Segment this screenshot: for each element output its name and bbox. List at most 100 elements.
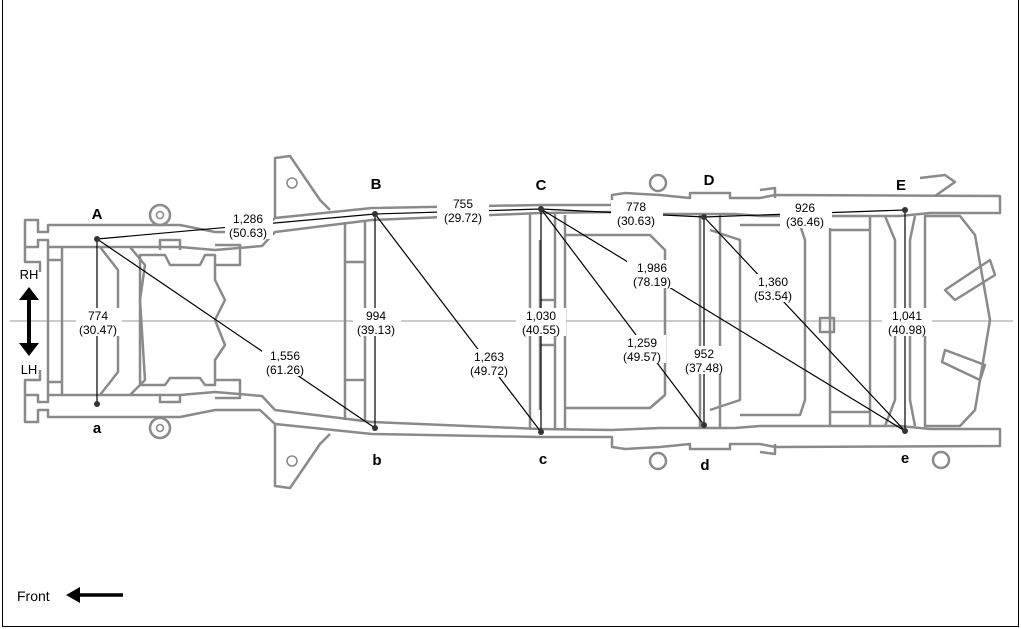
- svg-text:952: 952: [694, 347, 714, 361]
- front-indicator: Front: [17, 587, 123, 604]
- measurement-label-C-D: 778 (30.63): [611, 200, 663, 228]
- svg-text:(78.19): (78.19): [633, 275, 671, 289]
- svg-text:1,556: 1,556: [270, 349, 300, 363]
- crossmember-d: [698, 214, 742, 428]
- point-labels: A B C D E a b c d e: [92, 172, 910, 474]
- line-C-d: [540, 208, 705, 426]
- point-C-dot: [538, 206, 544, 212]
- svg-text:(37.48): (37.48): [685, 361, 723, 375]
- measurement-label-A-b: 1,556 (61.26): [262, 348, 310, 377]
- engine-mount-area: [138, 253, 227, 387]
- measurement-label-D-e: 1,360 (53.54): [748, 274, 800, 303]
- point-a-dot: [94, 401, 100, 407]
- svg-text:(30.63): (30.63): [617, 214, 655, 228]
- front-bumper-bracket: [23, 247, 42, 395]
- svg-text:1,986: 1,986: [637, 261, 667, 275]
- svg-text:(40.55): (40.55): [522, 323, 560, 337]
- measurement-label-B-c: 1,263 (49.72): [465, 349, 513, 378]
- crossmember-e-front: [828, 216, 872, 426]
- svg-text:994: 994: [366, 309, 386, 323]
- svg-text:(36.46): (36.46): [786, 215, 824, 229]
- svg-text:1,030: 1,030: [526, 309, 556, 323]
- engine-mount-lh: [158, 378, 242, 404]
- lh-label: LH: [21, 362, 38, 377]
- svg-text:926: 926: [795, 201, 815, 215]
- vehicle-frame: [10, 154, 1013, 490]
- svg-text:1,263: 1,263: [474, 350, 504, 364]
- front-crossmember: [46, 247, 64, 395]
- mount-ring-d-lh: [648, 451, 668, 471]
- point-A-dot: [94, 236, 100, 242]
- arrow-left-icon: [66, 587, 123, 603]
- svg-text:1,286: 1,286: [233, 212, 263, 226]
- line-A-b: [96, 238, 376, 429]
- measurement-label-C-c: 1,030 (40.55): [516, 308, 566, 337]
- cab-mount-rh: [273, 154, 331, 218]
- measurement-label-A-a: 774 (30.47): [76, 308, 122, 337]
- svg-text:(39.13): (39.13): [357, 323, 395, 337]
- point-label-A: A: [92, 206, 103, 223]
- measurement-points: [94, 206, 908, 435]
- mount-ring-d-rh: [648, 173, 668, 193]
- engine-mount-rh: [158, 238, 242, 267]
- svg-text:778: 778: [626, 200, 646, 214]
- hitch-bracket: [940, 258, 997, 382]
- svg-text:(49.72): (49.72): [470, 364, 508, 378]
- side-indicator: RH LH: [19, 267, 39, 377]
- point-label-B: B: [371, 176, 382, 193]
- mount-ring-1: [148, 203, 172, 227]
- svg-text:774: 774: [88, 309, 108, 323]
- point-label-C: C: [536, 177, 547, 194]
- double-arrow-vertical-icon: [19, 287, 39, 356]
- point-E-dot: [902, 207, 908, 213]
- measurement-labels: 1,286 (50.63) 755 (29.72) 778 (30.63) 92…: [76, 197, 932, 378]
- mount-ring-e-lh: [931, 450, 951, 470]
- svg-text:(29.72): (29.72): [444, 211, 482, 225]
- measurement-label-E-e: 1,041 (40.98): [882, 308, 932, 337]
- point-label-d: d: [700, 457, 709, 474]
- svg-text:(30.47): (30.47): [79, 323, 117, 337]
- measurement-label-C-d: 1,259 (49.57): [618, 335, 666, 364]
- svg-text:(50.63): (50.63): [229, 226, 267, 240]
- svg-text:1,259: 1,259: [627, 336, 657, 350]
- line-C-e: [540, 208, 906, 432]
- measurement-label-A-B: 1,286 (50.63): [225, 211, 273, 240]
- line-B-c: [374, 213, 542, 433]
- point-label-c: c: [539, 451, 547, 468]
- measurement-label-B-b: 994 (39.13): [353, 308, 401, 337]
- svg-text:(49.57): (49.57): [623, 350, 661, 364]
- point-e-dot: [902, 428, 908, 434]
- rh-label: RH: [20, 267, 39, 282]
- svg-text:(61.26): (61.26): [266, 363, 304, 377]
- measurement-label-C-e: 1,986 (78.19): [627, 260, 675, 289]
- point-label-e: e: [901, 450, 909, 467]
- bracket-block: [818, 316, 836, 334]
- point-label-E: E: [896, 177, 906, 194]
- svg-text:755: 755: [453, 197, 473, 211]
- cab-mount-lh: [273, 424, 331, 490]
- point-label-a: a: [93, 420, 102, 437]
- rear-hook-rh: [919, 173, 957, 198]
- measurement-label-D-d: 952 (37.48): [680, 346, 728, 375]
- point-label-D: D: [704, 172, 715, 189]
- mount-ring-2: [148, 416, 172, 440]
- rh-rail: [23, 191, 1002, 252]
- measurement-label-D-E: 926 (36.46): [780, 200, 832, 229]
- svg-text:1,360: 1,360: [758, 275, 788, 289]
- measurement-label-B-C: 755 (29.72): [437, 197, 489, 225]
- point-d-dot: [701, 422, 707, 428]
- mount-hole-1: [155, 210, 165, 220]
- cab-mount-hole-lh: [286, 455, 298, 467]
- cab-mount-hole-rh: [286, 177, 298, 189]
- svg-text:1,041: 1,041: [892, 309, 922, 323]
- svg-text:(40.98): (40.98): [888, 323, 926, 337]
- mount-hole-2: [155, 423, 165, 433]
- front-label: Front: [17, 588, 50, 604]
- svg-text:(53.54): (53.54): [754, 289, 792, 303]
- lh-rail: [23, 390, 1002, 451]
- point-b-dot: [372, 425, 378, 431]
- point-B-dot: [372, 211, 378, 217]
- point-c-dot: [538, 429, 544, 435]
